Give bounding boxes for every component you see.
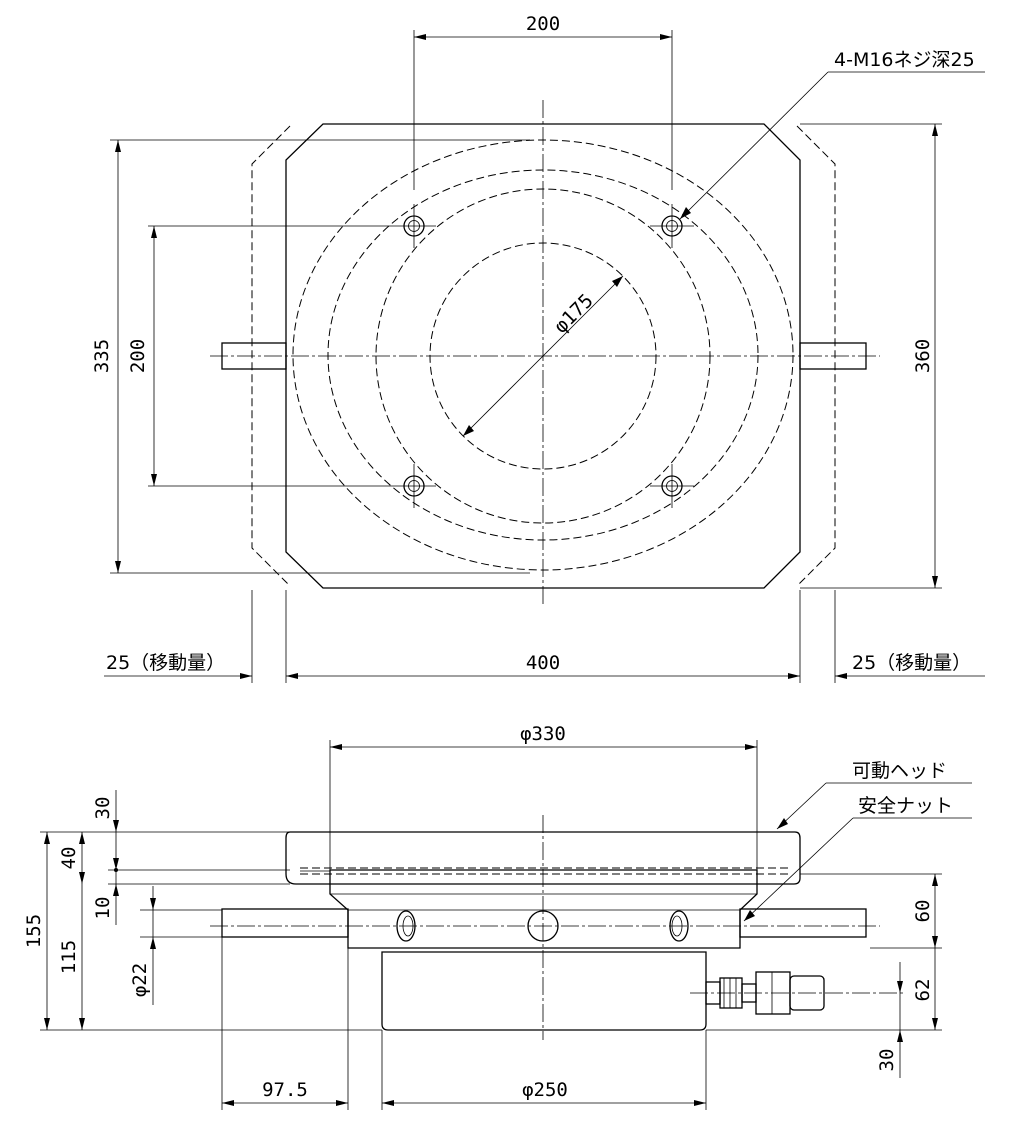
dim-height-outer: 360 [912,339,934,373]
dim-pin-diameter: φ22 [129,963,151,997]
dim-10: 10 [92,897,114,920]
dim-155: 155 [23,914,45,948]
side-pin-left [221,908,349,938]
dim-62: 62 [912,979,934,1002]
dim-40: 40 [58,847,80,870]
dim-60: 60 [912,900,934,923]
label-safety-nut: 安全ナット [858,795,953,817]
dim-height-inner: 335 [91,339,113,373]
dim-115: 115 [58,940,80,974]
dim-head-diameter: φ330 [520,723,566,745]
dim-30-top: 30 [92,797,114,820]
label-movable-head: 可動ヘッド [852,760,947,782]
side-pin-right [739,908,867,938]
label-holes: 4-M16ネジ深25 [834,49,975,71]
dim-body-diameter: φ250 [522,1079,568,1101]
head-plate [285,831,801,885]
side-view: φ330 可動ヘッド 安全ナット 155 40 115 [23,723,972,1110]
dim-hole-spacing-y: 200 [127,339,149,373]
dim-diameter-inner: φ175 [550,290,598,338]
dim-hole-spacing-x: 200 [526,13,560,35]
cylinder-body [381,951,707,1031]
dim-travel-left: 25（移動量） [106,652,225,674]
dim-30-bottom: 30 [876,1049,898,1072]
safety-nut [329,869,758,949]
dim-travel-right: 25（移動量） [852,652,971,674]
dim-97-5: 97.5 [262,1079,308,1101]
plate-outline [285,123,801,589]
dim-width: 400 [526,652,560,674]
top-view: 200 4-M16ネジ深25 200 335 360 φ175 [91,13,985,683]
